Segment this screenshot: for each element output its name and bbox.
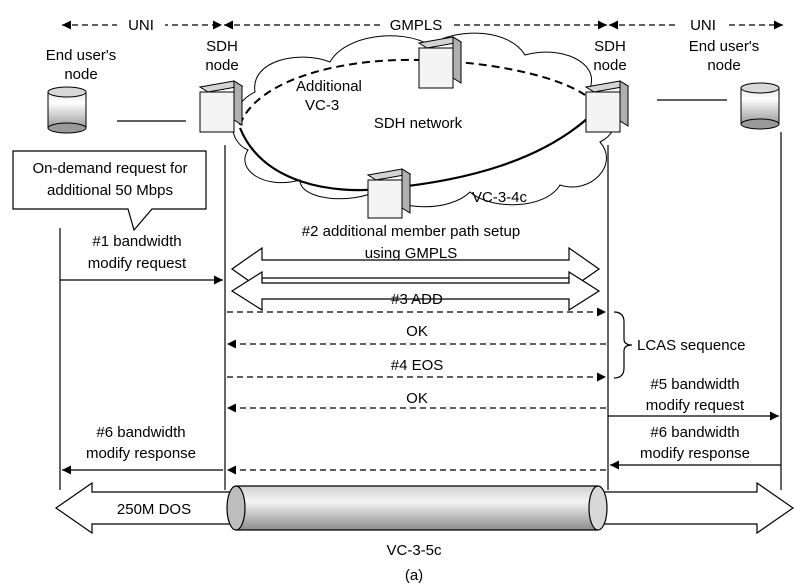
gmpls-label: GMPLS	[390, 17, 443, 34]
callout-text-line2: additional 50 Mbps	[47, 182, 173, 199]
step4-label: #4 EOS	[391, 357, 444, 374]
uni-right-label: UNI	[690, 17, 716, 34]
top-network-node-cube	[417, 36, 463, 89]
bottom-network-node-cube	[366, 168, 412, 219]
step3-label: #3 ADD	[391, 291, 443, 308]
end-user-right-label: End user's	[689, 38, 759, 55]
sdh-right-label-2: node	[593, 57, 626, 74]
end-user-left-label: End user's	[46, 47, 116, 64]
sdh-node-left-cube	[198, 80, 244, 133]
vc-3-5c-pipe	[226, 485, 608, 531]
end-user-left-disk	[47, 86, 87, 134]
lcas-sequence-label: LCAS sequence	[637, 337, 745, 354]
step1-label: #1 bandwidth	[92, 233, 181, 250]
ok2-label: OK	[406, 390, 428, 407]
step2-label-2: using GMPLS	[365, 245, 458, 262]
step6-left-label: #6 bandwidth	[96, 424, 185, 441]
sdh-left-label-2: node	[205, 57, 238, 74]
end-user-right-disk	[740, 82, 780, 130]
step6-right-label-2: modify response	[640, 445, 750, 462]
step5-label-2: modify request	[646, 397, 745, 414]
end-user-left-label-2: node	[64, 66, 97, 83]
uni-left-label: UNI	[128, 17, 154, 34]
figure-caption: (a)	[405, 567, 423, 584]
step6-left-label-2: modify response	[86, 445, 196, 462]
lcas-brace	[613, 311, 633, 379]
sdh-left-label: SDH	[206, 38, 238, 55]
vc-3-4c-label: VC-3-4c	[472, 189, 528, 206]
gmpls-setup-double-arrow-2	[230, 270, 601, 312]
step2-label: #2 additional member path setup	[302, 223, 520, 240]
ok1-label: OK	[406, 323, 428, 340]
sdh-network-label: SDH network	[374, 115, 463, 132]
end-user-right-label-2: node	[707, 57, 740, 74]
step5-label: #5 bandwidth	[650, 376, 739, 393]
vc-3-5c-label: VC-3-5c	[386, 542, 442, 559]
dos-label: 250M DOS	[117, 501, 191, 518]
sdh-node-right-cube	[584, 80, 630, 133]
request-callout	[12, 150, 207, 232]
additional-vc3-label-2: VC-3	[305, 97, 339, 114]
step1-label-2: modify request	[88, 255, 187, 272]
callout-text-line1: On-demand request for	[32, 160, 187, 177]
sdh-right-label: SDH	[594, 38, 626, 55]
additional-vc3-label: Additional	[296, 78, 362, 95]
step6-right-label: #6 bandwidth	[650, 424, 739, 441]
